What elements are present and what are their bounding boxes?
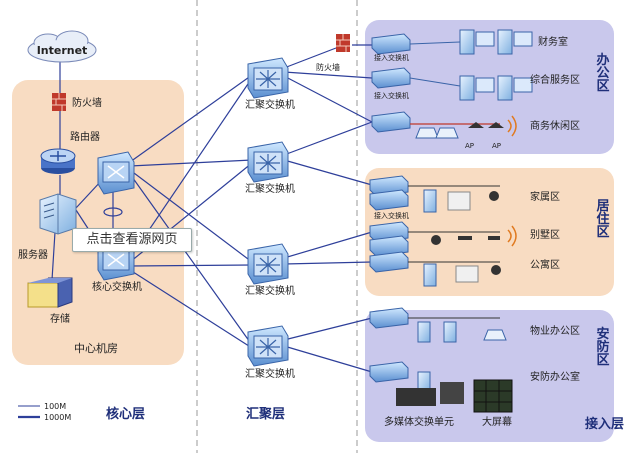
- core-room-zone: [12, 80, 184, 365]
- ap-label: AP: [465, 142, 474, 150]
- access-switch-icon: [369, 251, 409, 273]
- mux-label: 多媒体交换单元: [384, 415, 454, 428]
- legend-100m-label: 100M: [44, 402, 66, 411]
- core-switch-label: 核心交换机: [92, 280, 142, 293]
- aggregation-firewall-icon: [336, 34, 350, 52]
- legend-1000m-label: 1000M: [44, 413, 71, 422]
- access-switch-label: 接入交换机: [374, 53, 409, 62]
- aggregation-layer-label: 汇聚层: [246, 407, 285, 422]
- access-switch-icon: [369, 361, 409, 383]
- access-layer-label: 接入层: [585, 416, 624, 432]
- office-zone-title: 办公区: [594, 52, 610, 93]
- server-icon: [39, 193, 77, 235]
- link-aggregation-ring: [103, 207, 123, 217]
- aggregation-switch-icon: [247, 243, 289, 285]
- access-switch-icon: [371, 67, 411, 89]
- security-row-label: 物业办公区: [530, 324, 580, 337]
- core-firewall-icon: [52, 93, 66, 111]
- security-zone: [365, 310, 614, 442]
- aggregation-switch-label: 汇聚交换机: [245, 367, 295, 380]
- core-switch-icon: [97, 151, 135, 195]
- access-switch-icon: [371, 111, 411, 133]
- residential-row-label: 别墅区: [530, 229, 560, 241]
- access-switch-label: 接入交换机: [374, 211, 409, 220]
- residential-row-label: 公寓区: [530, 258, 560, 271]
- legend: 100M 1000M: [18, 402, 71, 422]
- office-computers: [409, 29, 533, 101]
- aggregation-switch-icon: [247, 141, 289, 183]
- internet-cloud: [27, 30, 97, 63]
- ap-label: AP: [492, 142, 501, 150]
- access-switch-icon: [369, 235, 409, 257]
- residential-devices: [408, 185, 517, 287]
- aggregation-switch-icon: [247, 57, 289, 99]
- aggregation-switch-label: 汇聚交换机: [245, 284, 295, 297]
- storage-label: 存储: [50, 312, 70, 325]
- internet-label: Internet: [37, 44, 88, 57]
- leisure-devices: [410, 115, 517, 139]
- aggregation-switch-icon: [247, 325, 289, 367]
- core-room-label: 中心机房: [74, 341, 118, 355]
- aggregation-switch-label: 汇聚交换机: [245, 98, 295, 111]
- core-layer-label: 核心层: [106, 406, 145, 422]
- storage-icon: [27, 277, 73, 308]
- view-source-tooltip[interactable]: 点击查看源网页: [72, 228, 192, 252]
- security-row-label: 安防办公室: [530, 370, 580, 383]
- office-row-label: 财务室: [538, 35, 568, 48]
- security-zone-title: 安防区: [594, 326, 610, 367]
- network-links: [51, 44, 373, 373]
- aggregation-firewall-label: 防火墙: [316, 62, 340, 72]
- residential-row-label: 家属区: [530, 190, 560, 203]
- access-switch-icon: [369, 189, 409, 211]
- security-devices: [396, 317, 513, 413]
- office-row-label: 商务休闲区: [530, 119, 580, 132]
- router-icon: [40, 148, 76, 174]
- access-switch-label: 接入交换机: [374, 91, 409, 100]
- router-label: 路由器: [70, 130, 100, 143]
- video-wall-label: 大屏幕: [482, 415, 512, 428]
- office-row-label: 综合服务区: [530, 73, 580, 86]
- server-label: 服务器: [18, 248, 48, 261]
- access-switch-icon: [371, 33, 411, 55]
- core-firewall-label: 防火墙: [72, 96, 102, 109]
- aggregation-switch-label: 汇聚交换机: [245, 182, 295, 195]
- access-switch-icon: [369, 307, 409, 329]
- access-switches: [369, 33, 411, 383]
- residential-zone-title: 居住区: [594, 199, 610, 239]
